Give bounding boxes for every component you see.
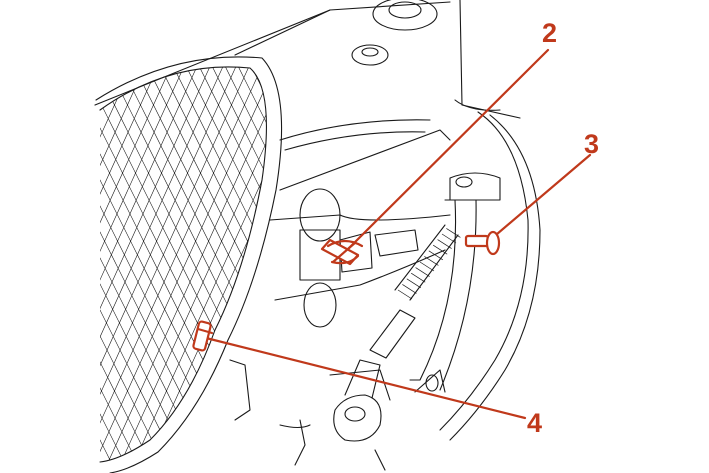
leader-4 xyxy=(204,336,527,420)
callout-leaders xyxy=(204,48,592,420)
callout-4: 4 xyxy=(527,408,543,438)
adjuster-arm xyxy=(269,129,451,328)
lower-mount-nut xyxy=(229,359,391,471)
highlighted-parts xyxy=(192,230,501,352)
adjuster-threaded-rod xyxy=(369,224,461,359)
part-2-clip xyxy=(320,238,364,266)
headlamp-lens xyxy=(95,56,283,473)
part-3-retainer xyxy=(464,230,501,256)
part-4-pin xyxy=(192,320,214,352)
right-fairing-bracket xyxy=(409,111,541,441)
callout-2: 2 xyxy=(542,18,558,48)
callout-3: 3 xyxy=(584,129,600,159)
lens-crosshatch xyxy=(100,66,267,463)
upper-fairing-panel xyxy=(94,0,521,151)
leader-3 xyxy=(488,153,592,242)
leader-2 xyxy=(340,48,550,257)
